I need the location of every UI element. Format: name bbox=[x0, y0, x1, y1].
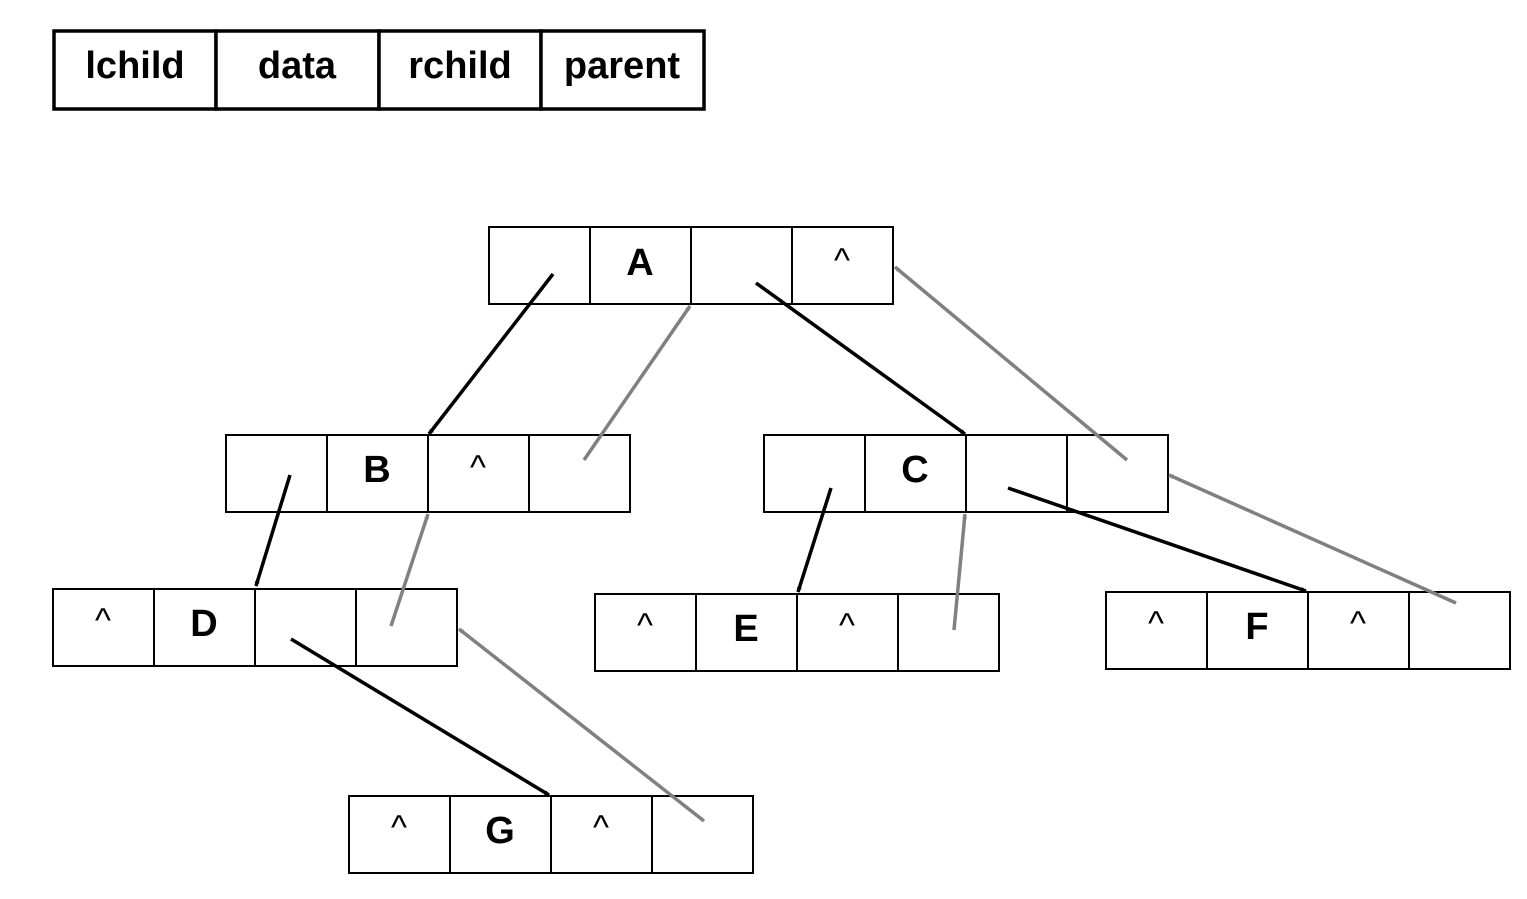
node-g-data: G bbox=[485, 810, 515, 852]
arrow-c-parent-to-a bbox=[893, 265, 1129, 462]
node-d-lchild-null: ^ bbox=[95, 602, 111, 640]
node-a-data: A bbox=[626, 242, 653, 284]
node-f-data: F bbox=[1245, 606, 1268, 648]
arrow-d-parent-to-b bbox=[389, 513, 430, 627]
arrow-d-rchild-to-g bbox=[290, 637, 550, 797]
node-c-rchild-cell bbox=[965, 434, 1068, 513]
node-f-parent-cell bbox=[1408, 591, 1511, 670]
node-g-rchild-null: ^ bbox=[593, 809, 609, 847]
tree-node-f: ^ F ^ bbox=[1105, 591, 1511, 670]
node-e-parent-cell bbox=[897, 593, 1000, 672]
legend-label-parent: parent bbox=[564, 45, 680, 87]
node-g-rchild-cell bbox=[550, 795, 653, 874]
node-a-parent-null: ^ bbox=[834, 242, 850, 280]
node-f-rchild-cell bbox=[1307, 591, 1410, 670]
arrow-f-parent-to-c bbox=[1168, 473, 1457, 605]
node-b-lchild-cell bbox=[225, 434, 328, 513]
tree-node-a: A ^ bbox=[488, 226, 894, 305]
node-e-data: E bbox=[733, 608, 758, 650]
field-legend: lchild data rchild parent bbox=[52, 29, 706, 111]
node-c-data: C bbox=[901, 449, 928, 491]
node-b-data-cell bbox=[326, 434, 429, 513]
node-d-data: D bbox=[190, 603, 217, 645]
node-f-data-cell bbox=[1206, 591, 1309, 670]
arrow-c-rchild-to-f bbox=[1007, 486, 1307, 593]
node-f-lchild-cell bbox=[1105, 591, 1208, 670]
tree-node-e: ^ E ^ bbox=[594, 593, 1000, 672]
child-pointer-arrows bbox=[254, 272, 1307, 797]
node-d-parent-cell bbox=[355, 588, 458, 667]
arrow-c-lchild-to-e bbox=[796, 487, 833, 593]
arrow-b-parent-to-a bbox=[582, 305, 692, 461]
node-f-lchild-null: ^ bbox=[1148, 605, 1164, 643]
tree-node-b: B ^ bbox=[225, 434, 631, 513]
node-b-rchild-null: ^ bbox=[470, 449, 486, 487]
legend-label-rchild: rchild bbox=[408, 45, 511, 87]
node-g-lchild-null: ^ bbox=[391, 809, 407, 847]
parent-pointer-arrows bbox=[389, 265, 1457, 823]
node-e-data-cell bbox=[695, 593, 798, 672]
node-g-data-cell bbox=[449, 795, 552, 874]
legend-cell-data bbox=[214, 29, 381, 111]
node-a-parent-cell bbox=[791, 226, 894, 305]
node-c-parent-cell bbox=[1066, 434, 1169, 513]
node-c-data-cell bbox=[864, 434, 967, 513]
tree-node-d: ^ D bbox=[52, 588, 458, 667]
arrow-a-lchild-to-b bbox=[427, 272, 555, 436]
legend-cell-lchild bbox=[52, 29, 218, 111]
node-b-parent-cell bbox=[528, 434, 631, 513]
node-g-parent-cell bbox=[651, 795, 754, 874]
legend-cell-rchild bbox=[377, 29, 543, 111]
node-a-data-cell bbox=[589, 226, 692, 305]
node-e-rchild-null: ^ bbox=[839, 607, 855, 645]
legend-label-data: data bbox=[258, 45, 337, 87]
legend-label-lchild: lchild bbox=[85, 45, 184, 87]
tree-node-c: C bbox=[763, 434, 1169, 513]
legend-cell-parent bbox=[539, 29, 706, 111]
node-f-rchild-null: ^ bbox=[1350, 605, 1366, 643]
arrow-a-rchild-to-c bbox=[754, 281, 967, 436]
node-d-rchild-cell bbox=[254, 588, 357, 667]
arrow-b-lchild-to-d bbox=[254, 474, 292, 587]
arrow-g-parent-to-d bbox=[457, 627, 706, 823]
node-a-rchild-cell bbox=[690, 226, 793, 305]
node-b-data: B bbox=[363, 449, 390, 491]
arrow-e-parent-to-c bbox=[952, 513, 968, 631]
node-c-lchild-cell bbox=[763, 434, 866, 513]
node-d-data-cell bbox=[153, 588, 256, 667]
node-e-lchild-null: ^ bbox=[637, 607, 653, 645]
node-e-lchild-cell bbox=[594, 593, 697, 672]
node-b-rchild-cell bbox=[427, 434, 530, 513]
tree-node-g: ^ G ^ bbox=[348, 795, 754, 874]
node-g-lchild-cell bbox=[348, 795, 451, 874]
